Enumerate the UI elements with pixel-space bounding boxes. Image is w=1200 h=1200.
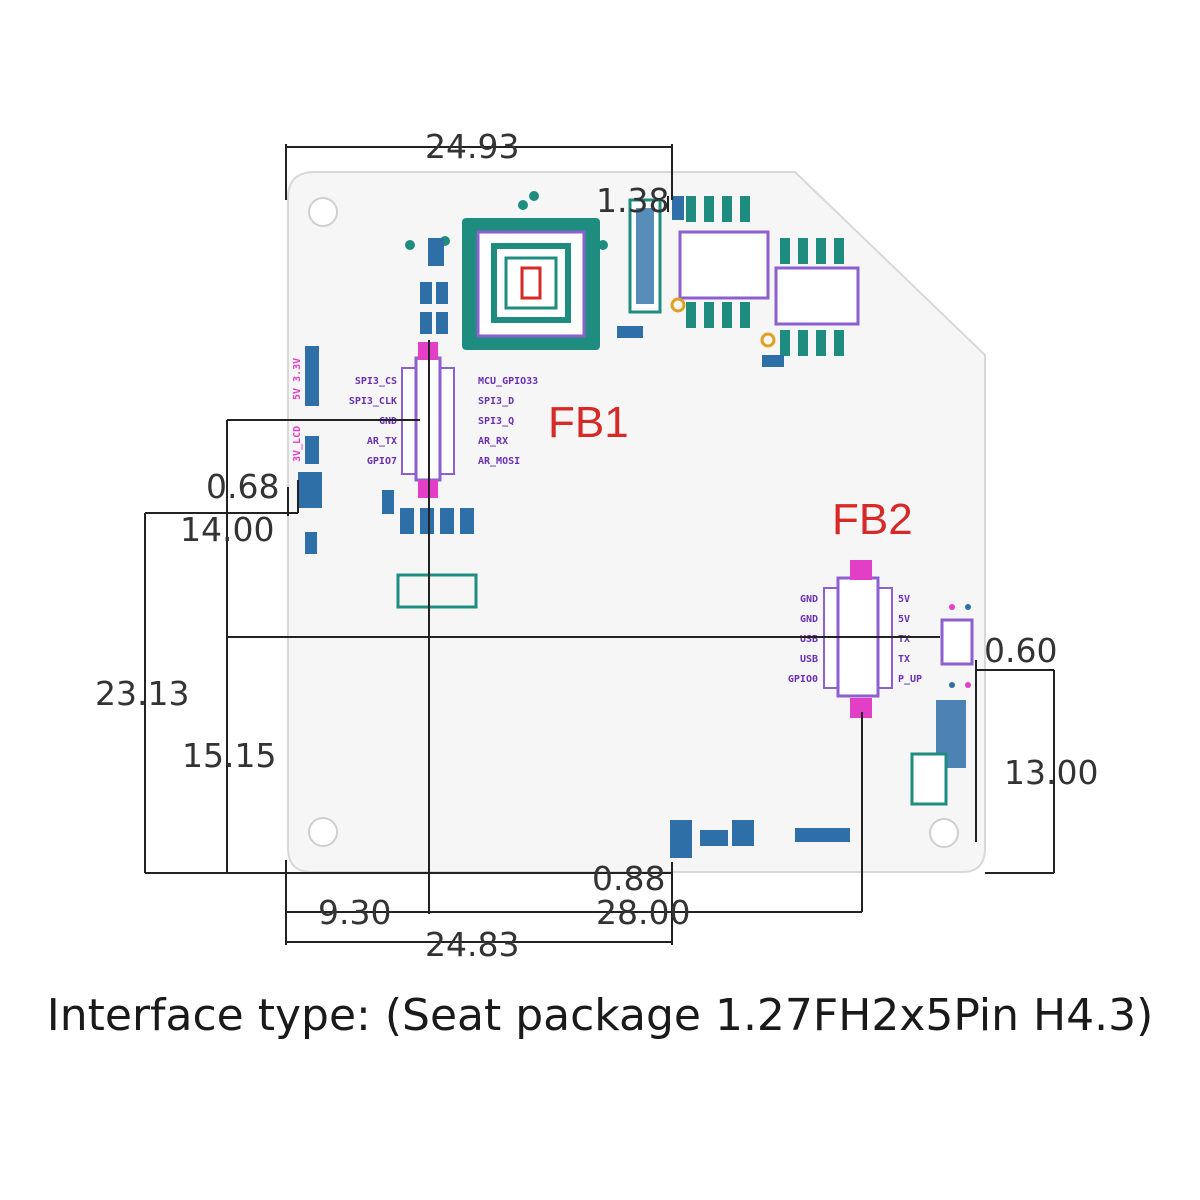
dim-bottom-left: 9.30: [318, 893, 391, 932]
fb2-right-pin-5: P_UP: [898, 674, 922, 685]
fb2-right-pin-1: 5V: [898, 594, 910, 605]
side-label-a: 5V 3.3V: [292, 358, 303, 400]
mounting-hole-bottom-right: [929, 818, 959, 848]
fb1-right-pin-2: SPI3_D: [478, 396, 514, 407]
fb2-right-pin-4: TX: [898, 654, 910, 665]
fb2-left-pin-1: GND: [800, 594, 818, 605]
fb1-right-pin-1: MCU_GPIO33: [478, 376, 538, 387]
mounting-hole-bottom-left: [308, 817, 338, 847]
passive-components-chip-area: [420, 238, 643, 338]
side-label-b: 3V_LCD: [292, 426, 303, 462]
fb2-left-pin-5: GPIO0: [788, 674, 818, 685]
interface-type-caption: Interface type: (Seat package 1.27FH2x5P…: [46, 990, 1154, 1041]
fb1-right-pin-5: AR_MOSI: [478, 456, 520, 467]
dim-left-top: 14.00: [180, 510, 274, 549]
dim-bottom-small: 0.88: [592, 859, 665, 898]
dimension-lines: [144, 144, 1055, 945]
dim-left-small: 0.68: [206, 467, 279, 506]
dim-right-small: 0.60: [984, 631, 1057, 670]
fb2-left-pin-2: GND: [800, 614, 818, 625]
fb1-left-pin-3: GND: [379, 416, 397, 427]
mounting-hole-top-left: [308, 197, 338, 227]
header-column: [628, 196, 684, 314]
right-upper-components: [670, 196, 860, 367]
dim-top-right: 1.38: [596, 181, 669, 220]
dim-right-height: 13.00: [1004, 753, 1098, 792]
fb1-right-pin-3: SPI3_Q: [478, 416, 514, 427]
fb2-left-pin-3: USB: [800, 634, 818, 645]
fb1-right-pin-4: AR_RX: [478, 436, 508, 447]
dim-top-width: 24.93: [425, 127, 519, 166]
dim-left-mid: 15.15: [182, 736, 276, 775]
fb2-right-pin-3: TX: [898, 634, 910, 645]
left-vertical-pads: [298, 346, 322, 554]
fb2-left-pin-4: USB: [800, 654, 818, 665]
fb1-left-pin-2: SPI3_CLK: [349, 396, 397, 407]
fb1-left-pin-1: SPI3_CS: [355, 376, 397, 387]
main-ic-chip: [405, 191, 608, 350]
fb2-label: FB2: [832, 495, 913, 544]
fb1-label: FB1: [548, 398, 629, 447]
dim-left-total: 23.13: [95, 674, 189, 713]
fb1-left-pin-4: AR_TX: [367, 436, 397, 447]
fb2-connector: [670, 560, 974, 858]
dim-bottom-mid: 28.00: [596, 893, 690, 932]
dim-bottom-width: 24.83: [425, 925, 519, 964]
fb1-left-pin-5: GPIO7: [367, 456, 397, 467]
fb2-right-pin-2: 5V: [898, 614, 910, 625]
